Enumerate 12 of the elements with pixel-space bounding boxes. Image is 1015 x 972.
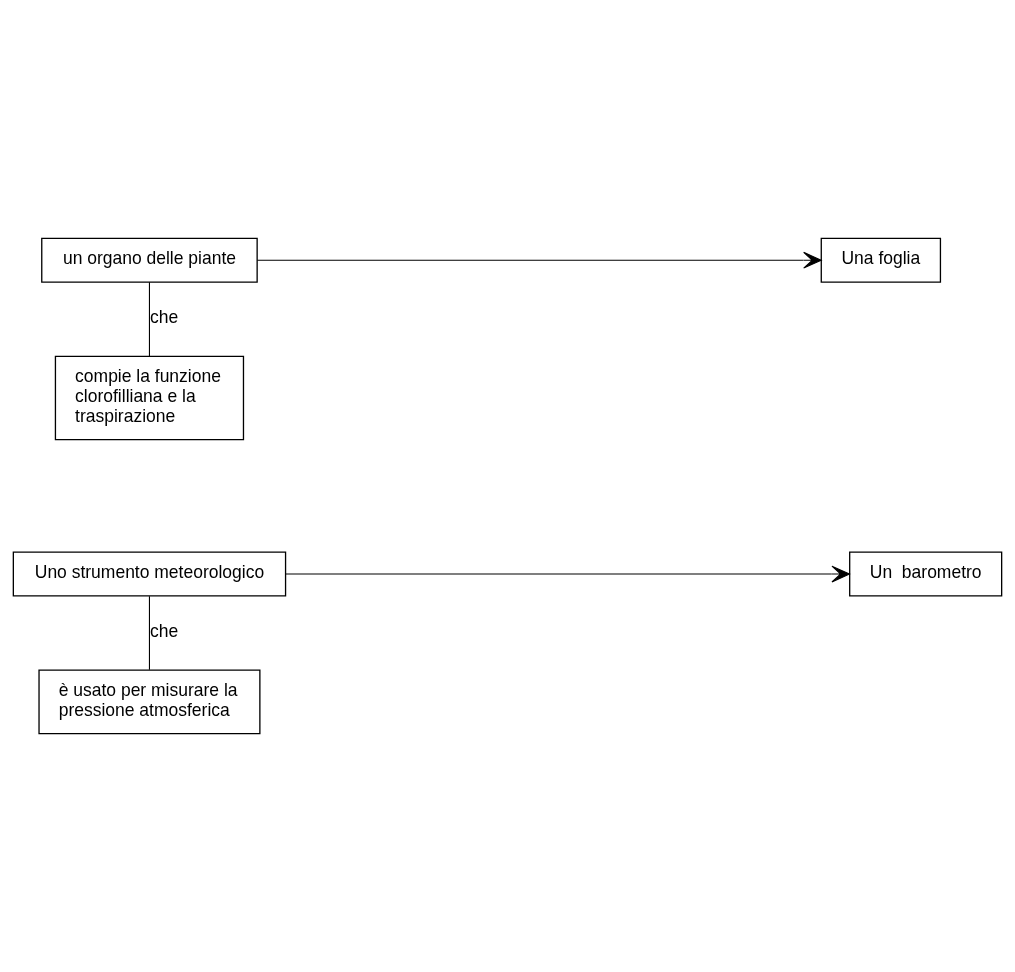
- arrow: [285, 565, 850, 583]
- arrow: [256, 251, 822, 269]
- node-box: Una foglia: [820, 237, 942, 283]
- edge-label: che: [150, 621, 179, 642]
- node-box: Uno strumento meteorologico: [12, 551, 287, 597]
- node-box: un organo delle piante: [41, 237, 258, 283]
- node-box: è usato per misurare la pressione atmosferica: [38, 669, 261, 735]
- connector: [148, 595, 150, 671]
- node-box: Un barometro: [849, 551, 1003, 597]
- connector: [148, 281, 150, 357]
- node-box: compie la funzione clorofilliana e la traspirazione: [54, 355, 245, 441]
- edge-label: che: [150, 307, 179, 328]
